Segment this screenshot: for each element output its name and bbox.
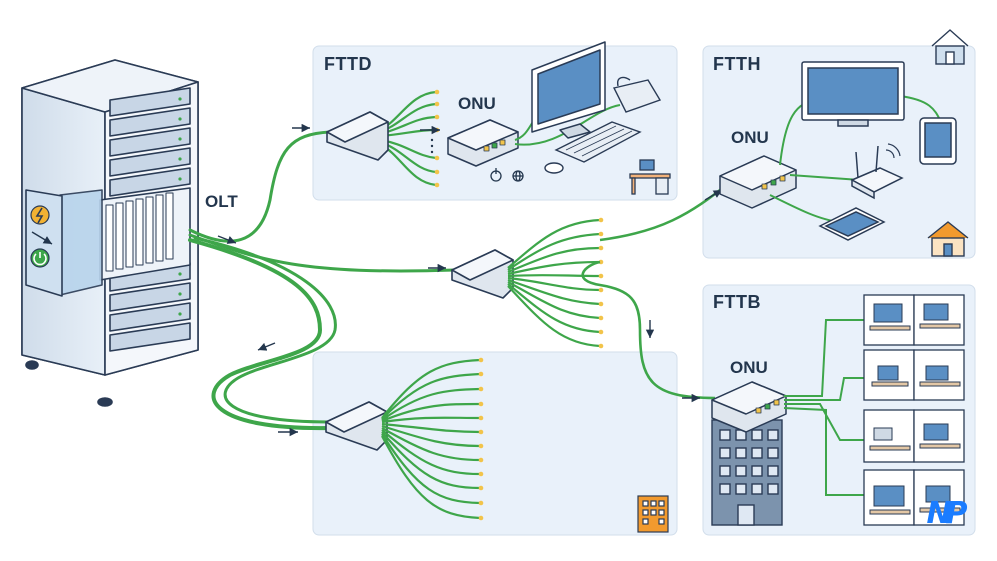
olt-rack: [21, 59, 199, 407]
desktop-monitor: [531, 41, 606, 139]
desk-icon: [629, 159, 671, 195]
ftth-title: FTTH: [713, 54, 761, 74]
fttd-title: FTTD: [324, 54, 372, 74]
power-symbol-icon: [490, 168, 502, 182]
power-icon: [30, 205, 50, 225]
np-logo: NP: [926, 496, 967, 531]
fttd-splitter: [326, 111, 389, 161]
fttb-computers: [873, 303, 951, 507]
onu-fttb-label: ONU: [730, 358, 768, 377]
onu-fttd-label: ONU: [458, 94, 496, 113]
house-icon: [931, 29, 969, 65]
olt-label: OLT: [205, 192, 238, 211]
ftth-panel: [702, 45, 976, 259]
fttb-title: FTTB: [713, 292, 761, 312]
fttd-onu: [447, 119, 519, 167]
fttb-phone-icon: [873, 427, 893, 441]
mouse: [544, 162, 564, 174]
fttb-floors: [863, 294, 965, 526]
fiber-cables: [188, 130, 457, 431]
bottom-splitter-fan: [381, 358, 481, 520]
globe-icon: [512, 170, 524, 182]
ftth-onu: [719, 155, 797, 209]
tv-monitor: [801, 61, 905, 127]
house-orange-icon: [927, 221, 969, 257]
fttb-desks: [869, 323, 961, 515]
center-splitter: [451, 249, 514, 299]
rack-arrow: [31, 231, 53, 245]
tablet-icon: [919, 117, 957, 165]
desk-phone: [612, 76, 662, 113]
fttd-ellipsis: [430, 138, 434, 154]
bottom-fan-ends: [478, 357, 484, 521]
fttb-building: [711, 419, 783, 526]
fttb-onu: [711, 381, 787, 433]
office-building-icon: [637, 495, 669, 533]
flow-arrows: [217, 123, 723, 437]
center-splitter-fan: [507, 218, 601, 348]
fttb-links: [783, 319, 866, 496]
center-fan-ends: [598, 217, 604, 349]
onu-ftth-label: ONU: [731, 128, 769, 147]
rack-leds: [178, 97, 182, 316]
wifi-router: [850, 143, 904, 200]
ftth-tablet-flat: [818, 207, 886, 241]
keyboard: [554, 121, 642, 163]
power-button-icon: [30, 248, 50, 268]
